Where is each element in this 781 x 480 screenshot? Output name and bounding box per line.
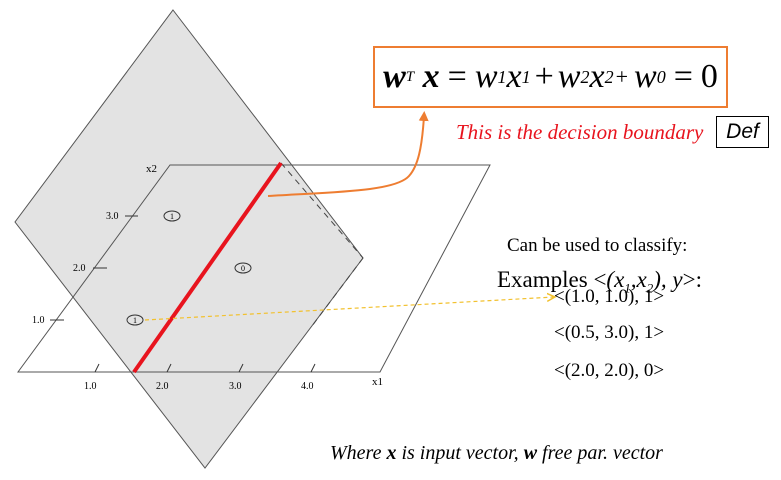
footnote-w: w <box>523 442 538 464</box>
x1-axis-label: x1 <box>372 376 383 388</box>
x-tick-1 <box>94 363 100 373</box>
eq-w1: w <box>474 58 498 95</box>
point-label-2: 1 <box>133 316 137 325</box>
example-arrow <box>144 297 554 321</box>
eq-x1-index: 1 <box>521 66 531 87</box>
example-item-1: <(1.0, 1.0), 1> <box>554 286 665 307</box>
examples-suffix: >: <box>682 267 703 292</box>
eq-x: x <box>422 58 440 95</box>
callout-arrow <box>267 111 429 197</box>
footnote-part-1: Where <box>330 442 387 464</box>
eq-w2: w <box>557 58 581 95</box>
eq-w1-index: 1 <box>497 66 507 87</box>
x-tick-label-2: 2.0 <box>156 381 169 392</box>
x2-axis-label: x2 <box>146 163 157 175</box>
eq-plus-2: + <box>615 64 628 89</box>
eq-w2-index: 2 <box>580 66 590 87</box>
x-tick-label-1: 1.0 <box>84 381 97 392</box>
eq-zero: 0 <box>700 58 718 95</box>
footnote-x: x <box>386 442 397 464</box>
eq-w: w <box>383 58 406 95</box>
footnote-part-2: is input vector, <box>396 442 524 464</box>
hidden-plane-edge-lower <box>311 257 364 327</box>
x-tick-label-4: 4.0 <box>301 381 314 392</box>
examples-sub-1: 1 <box>624 280 631 296</box>
x-tick-label-3: 3.0 <box>229 381 242 392</box>
eq-w0: w <box>634 58 657 95</box>
examples-open: (x <box>606 267 625 292</box>
decision-plane <box>14 9 364 469</box>
x-tick-4 <box>310 363 316 373</box>
decision-boundary-line <box>132 161 283 374</box>
eq-equals-2: = <box>673 58 693 95</box>
point-marker-2 <box>126 314 144 326</box>
eq-x1: x <box>506 58 522 95</box>
y-tick-label-1: 1.0 <box>32 315 45 326</box>
point-marker-1 <box>163 210 181 222</box>
point-label-0: 0 <box>241 264 245 273</box>
x-tick-2 <box>166 363 172 373</box>
classify-caption: Can be used to classify: <box>507 235 688 256</box>
example-item-2: <(0.5, 3.0), 1> <box>554 322 665 343</box>
hidden-plane-edge <box>280 162 364 259</box>
def-badge: Def <box>716 116 769 148</box>
point-marker-0 <box>234 262 252 274</box>
examples-sub-2: 2 <box>646 280 654 296</box>
x-tick-3 <box>238 363 244 373</box>
input-plane <box>17 164 491 373</box>
footnote-part-3: free par. vector <box>537 442 663 464</box>
examples-heading: Examples <(x1,x2), y>: <box>497 267 702 297</box>
eq-equals-1: = <box>447 58 467 95</box>
eq-w0-index: 0 <box>656 66 666 87</box>
eq-x2: x <box>589 58 605 95</box>
examples-close: ), y <box>653 267 683 292</box>
eq-plus-1: + <box>534 58 554 95</box>
eq-x2-index: 2 <box>604 66 614 87</box>
eq-transpose: T <box>405 68 415 85</box>
y-tick-label-3: 3.0 <box>106 211 119 222</box>
point-label-1: 1 <box>170 212 174 221</box>
decision-boundary-caption: This is the decision boundary <box>456 120 704 144</box>
examples-comma: ,x <box>630 267 647 292</box>
example-item-3: <(2.0, 2.0), 0> <box>554 360 665 381</box>
examples-prefix: Examples < <box>497 267 607 292</box>
y-tick-label-2: 2.0 <box>73 263 86 274</box>
footnote: Where x is input vector, w free par. vec… <box>330 442 663 465</box>
